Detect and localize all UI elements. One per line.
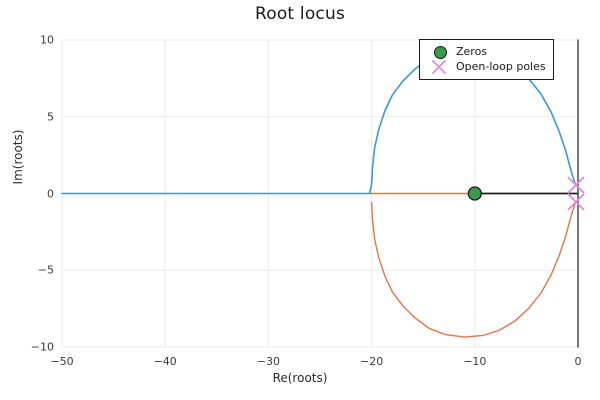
x-icon [432,59,446,74]
x-tick-label: −10 [463,355,487,368]
legend-item-label: Open-loop poles [456,60,546,73]
legend-item[interactable]: Open-loop poles [426,59,546,74]
x-tick-label: 0 [574,355,582,368]
legend-item-label: Zeros [456,45,488,58]
plot-markers [467,176,585,211]
y-tick-label: −10 [30,340,54,354]
y-tick-label: 10 [40,33,54,47]
x-tick-label: −20 [359,355,384,368]
zeros-marker-icon [426,44,452,59]
x-tick-label: −30 [256,355,280,368]
y-tick-label: −5 [37,263,54,277]
y-tick-label: 5 [47,110,54,124]
chart-title: Root locus [254,4,346,24]
x-axis-label: Re(roots) [272,371,328,385]
poles-marker-icon [426,59,452,74]
locus-branches [61,39,579,348]
y-tick-label: 0 [47,187,54,200]
circle-icon [433,46,447,59]
legend-item[interactable]: Zeros [426,44,546,59]
x-tick-label: −50 [50,355,74,368]
grid-lines [61,39,579,348]
x-tick-label: −40 [153,355,177,368]
